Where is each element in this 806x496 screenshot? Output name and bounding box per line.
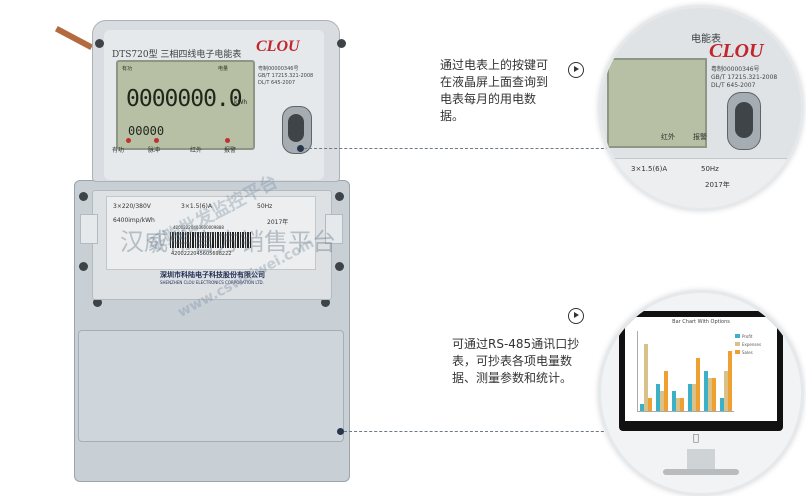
serial-number: 42002220403600009888 [173, 225, 224, 230]
zoom-rating-current: 3×1.5(6)A [631, 165, 668, 173]
clou-logo: CLOU [256, 38, 300, 55]
legend-label: Profit [742, 334, 753, 339]
barcode-icon [170, 232, 252, 248]
screw-icon [95, 39, 104, 48]
legend-swatch [735, 350, 740, 354]
led-pulse-icon [154, 138, 159, 143]
legend-item: Expenses [735, 341, 761, 349]
led-alarm-icon [225, 138, 230, 143]
chart-bar [720, 397, 724, 411]
meter-zoom-circle: 电能表 CLOU 粤制00000346号 GB/T 17215.321-2008… [598, 5, 804, 211]
chart-bar [656, 384, 660, 411]
chart-bar [688, 384, 692, 411]
callout-line [304, 148, 624, 149]
callout-text-query: 通过电表上的按键可在液晶屏上面查询到电表每月的用电数据。 [440, 58, 549, 123]
chart-bar [680, 397, 684, 411]
maker-name-en: SHENZHEN CLOU ELECTRONICS CORPORATION LT… [160, 280, 264, 285]
indicator-pulse-label: 脉冲 [148, 147, 161, 154]
chart-bar [664, 371, 668, 411]
lcd-label-active: 有功 [122, 66, 133, 72]
chart-bar [640, 404, 644, 411]
rating-year: 2017年 [267, 219, 289, 226]
monitor-base [663, 469, 739, 475]
monitor-stand [687, 449, 715, 471]
chart-bar [696, 357, 700, 411]
legend-label: Sales [742, 350, 753, 355]
maker-name: 深圳市科陆电子科技股份有限公司 [160, 271, 265, 279]
zoom-lcd [607, 58, 707, 148]
screw-icon [93, 298, 102, 307]
meter-query-button-key[interactable] [288, 114, 304, 142]
zoom-standards: 粤制00000346号 GB/T 17215.321-2008 DL/T 645… [711, 66, 778, 89]
indicator-active-label: 有功 [112, 147, 125, 154]
screw-icon [79, 262, 88, 271]
indicator-ir-label: 红外 [190, 147, 203, 154]
legend-label: Expenses [742, 342, 762, 347]
zoom-clou-logo: CLOU [709, 40, 764, 62]
screw-icon [337, 39, 346, 48]
legend-item: Sales [735, 349, 761, 357]
zoom-title: 电能表 [691, 34, 721, 45]
legend-swatch [735, 342, 740, 346]
zoom-rating-frequency: 50Hz [701, 165, 719, 173]
chart-bar [728, 351, 732, 411]
chart-bar [712, 377, 716, 411]
meter-bottom-hood [78, 330, 344, 442]
lcd-display: 有功 电量 [116, 60, 255, 150]
callout-dot [297, 145, 304, 152]
meter-model-title: DTS720型 三相四线电子电能表 [112, 50, 242, 60]
chart-bar [648, 397, 652, 411]
chart-bar [692, 384, 696, 411]
indicator-alarm-label: 报警 [224, 147, 237, 154]
chart-bar [660, 391, 664, 411]
meter-wire [54, 25, 94, 51]
rating-voltage: 3×220/380V [113, 203, 151, 210]
legend-swatch [735, 334, 740, 338]
chart-title: Bar Chart With Options [672, 319, 730, 325]
meter-standards: 粤制00000346号 GB/T 17215.321-2008 DL/T 645… [258, 66, 314, 86]
zoom-rating-plate [601, 158, 801, 208]
chart-bar [724, 371, 728, 411]
chart-bar [704, 371, 708, 411]
screw-icon [335, 192, 344, 201]
legend-item: Profit [735, 333, 761, 341]
callout-line [344, 431, 624, 432]
led-active-icon [126, 138, 131, 143]
rating-frequency: 50Hz [257, 203, 273, 210]
screw-icon [321, 298, 330, 307]
chart-bar [672, 391, 676, 411]
play-circle-icon[interactable] [568, 62, 584, 78]
zoom-rating-year: 2017年 [705, 181, 730, 189]
callout-text-rs485: 可通过RS-485通讯口抄表，可抄表各项电量数据、测量参数和统计。 [452, 337, 580, 385]
rating-current: 3×1.5(6)A [181, 203, 212, 210]
barcode-number: 4200222045605698222 [171, 251, 232, 257]
lcd-reading: 0000000.0 [126, 86, 243, 112]
chart-bar [676, 397, 680, 411]
chart-plot [637, 331, 734, 412]
lcd-sub-reading: 00000 [128, 124, 165, 138]
chart-bar [708, 377, 712, 411]
zoom-query-button-key[interactable] [735, 102, 753, 138]
apple-logo-icon:  [693, 433, 699, 444]
seal-tab-left [80, 214, 98, 244]
zoom-ir-label: 红外 [661, 133, 675, 141]
callout-dot [337, 428, 344, 435]
rating-constant: 6400imp/kWh [113, 217, 155, 224]
play-circle-icon[interactable] [568, 308, 584, 324]
zoom-alarm-label: 报警 [693, 133, 707, 141]
seal-tab-right [325, 214, 343, 244]
lcd-label-energy: 电量 [218, 66, 229, 72]
lcd-unit: kWh [234, 99, 248, 106]
screw-icon [335, 262, 344, 271]
watermark-text: 汉威伟官方销售平台 [120, 228, 336, 256]
chart-bar [644, 344, 648, 411]
screw-icon [79, 192, 88, 201]
